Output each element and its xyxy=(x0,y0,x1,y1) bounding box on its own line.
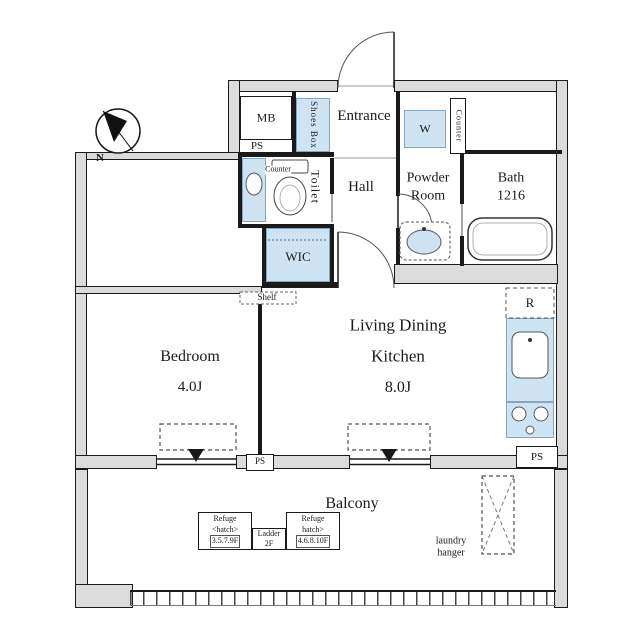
pipe-space-right-box xyxy=(516,446,558,468)
stove-burners-icon xyxy=(511,406,549,435)
wall-balcony-right xyxy=(554,469,568,608)
laundry-label-1: laundry xyxy=(435,535,467,547)
partition-bath-top xyxy=(460,150,562,154)
entry-counter-label: Counter xyxy=(454,109,464,143)
wall-service-bottom-right xyxy=(394,264,558,284)
powder-room-label-1: Powder xyxy=(406,170,450,186)
partition-toilet-left xyxy=(238,152,242,228)
kitchen-sink-icon xyxy=(511,331,549,379)
entry-counter-box xyxy=(450,98,466,154)
washer-area xyxy=(404,110,446,148)
shelf-label: Shelf xyxy=(257,292,277,303)
refuge-a-line1: Refuge xyxy=(213,514,237,524)
bath-label-1: Bath xyxy=(497,170,525,186)
partition-toilet-hall xyxy=(330,158,334,194)
partition-mb-shoes xyxy=(292,92,296,154)
wall-bottom-1 xyxy=(75,455,157,469)
ldk-label-2: Kitchen xyxy=(371,346,425,366)
pipe-space-right-label: PS xyxy=(530,450,544,463)
hall-label: Hall xyxy=(348,178,374,195)
meter-box-label: MB xyxy=(256,110,276,125)
powder-room-label-2: Room xyxy=(410,188,446,204)
hall-door-arc xyxy=(337,231,395,289)
toilet-counter-label: Counter xyxy=(265,164,291,175)
partition-entrance-powder-lower xyxy=(396,228,400,264)
refuge-a-line3: 3.5.7.9F xyxy=(209,535,241,548)
partition-entrance-powder-upper xyxy=(396,92,400,196)
shoes-box-label: Shoes Box xyxy=(308,101,319,149)
wic-area xyxy=(266,228,330,282)
balcony-railing xyxy=(130,590,556,606)
toilet-label: Toilet xyxy=(308,170,323,204)
partition-wic-left xyxy=(262,228,266,286)
refuge-hatch-b: Refuge hatch> 4.6.8.10F xyxy=(286,512,340,550)
shelf-outline xyxy=(239,291,297,305)
partition-toilet-bottom xyxy=(238,224,334,228)
compass-icon xyxy=(95,108,141,154)
ldk-size-label: 8.0J xyxy=(384,379,412,397)
pipe-space-top-label: PS xyxy=(250,139,264,152)
bedroom-label: Bedroom xyxy=(160,348,220,366)
laundry-hanger-box xyxy=(481,475,515,555)
powder-basin-icon xyxy=(399,221,451,261)
compass-north-label: N xyxy=(96,151,104,164)
entrance-door-arc xyxy=(337,31,395,89)
meter-box xyxy=(240,96,292,140)
ac-unit-ldk xyxy=(347,423,431,462)
refuge-a-line2: <hatch> xyxy=(211,524,239,534)
fridge-label: R xyxy=(525,294,535,310)
partition-wic-right xyxy=(330,224,334,288)
entrance-label: Entrance xyxy=(337,107,391,124)
washer-label: W xyxy=(419,121,431,136)
pipe-space-center-box xyxy=(246,454,274,471)
ac-unit-bedroom xyxy=(159,423,237,462)
wic-label: WIC xyxy=(285,248,311,264)
fridge-space-outline xyxy=(505,287,555,319)
shoes-box-area xyxy=(296,98,330,152)
refuge-hatch-a: Refuge <hatch> 3.5.7.9F xyxy=(198,512,252,550)
ladder-box: Ladder 2F xyxy=(252,528,286,550)
laundry-label-2: hanger xyxy=(437,547,465,559)
toilet-basin-icon xyxy=(245,172,263,196)
refuge-b-line3: 4.6.8.10F xyxy=(295,535,331,548)
bathtub-icon xyxy=(467,217,553,261)
bath-label-2: 1216 xyxy=(497,188,525,204)
ldk-label-1: Living Dining xyxy=(349,315,447,335)
partition-powder-bath-upper xyxy=(460,150,464,204)
wall-balcony-corner xyxy=(75,584,133,608)
pipe-space-center-label: PS xyxy=(254,456,266,467)
ladder-line2: 2F xyxy=(264,539,274,548)
partition-powder-bath-lower xyxy=(460,236,464,266)
partition-step xyxy=(238,224,266,228)
ladder-line1: Ladder xyxy=(257,528,281,538)
bedroom-size-label: 4.0J xyxy=(177,378,203,395)
wall-bedroom-top xyxy=(75,286,262,294)
partition-toilet-top xyxy=(240,152,334,157)
partition-bedroom-ldk xyxy=(258,294,262,455)
partition-wic-bottom xyxy=(262,282,338,288)
balcony-label: Balcony xyxy=(325,495,379,513)
refuge-b-line1: Refuge xyxy=(301,514,325,524)
refuge-b-line2: hatch> xyxy=(302,524,324,534)
